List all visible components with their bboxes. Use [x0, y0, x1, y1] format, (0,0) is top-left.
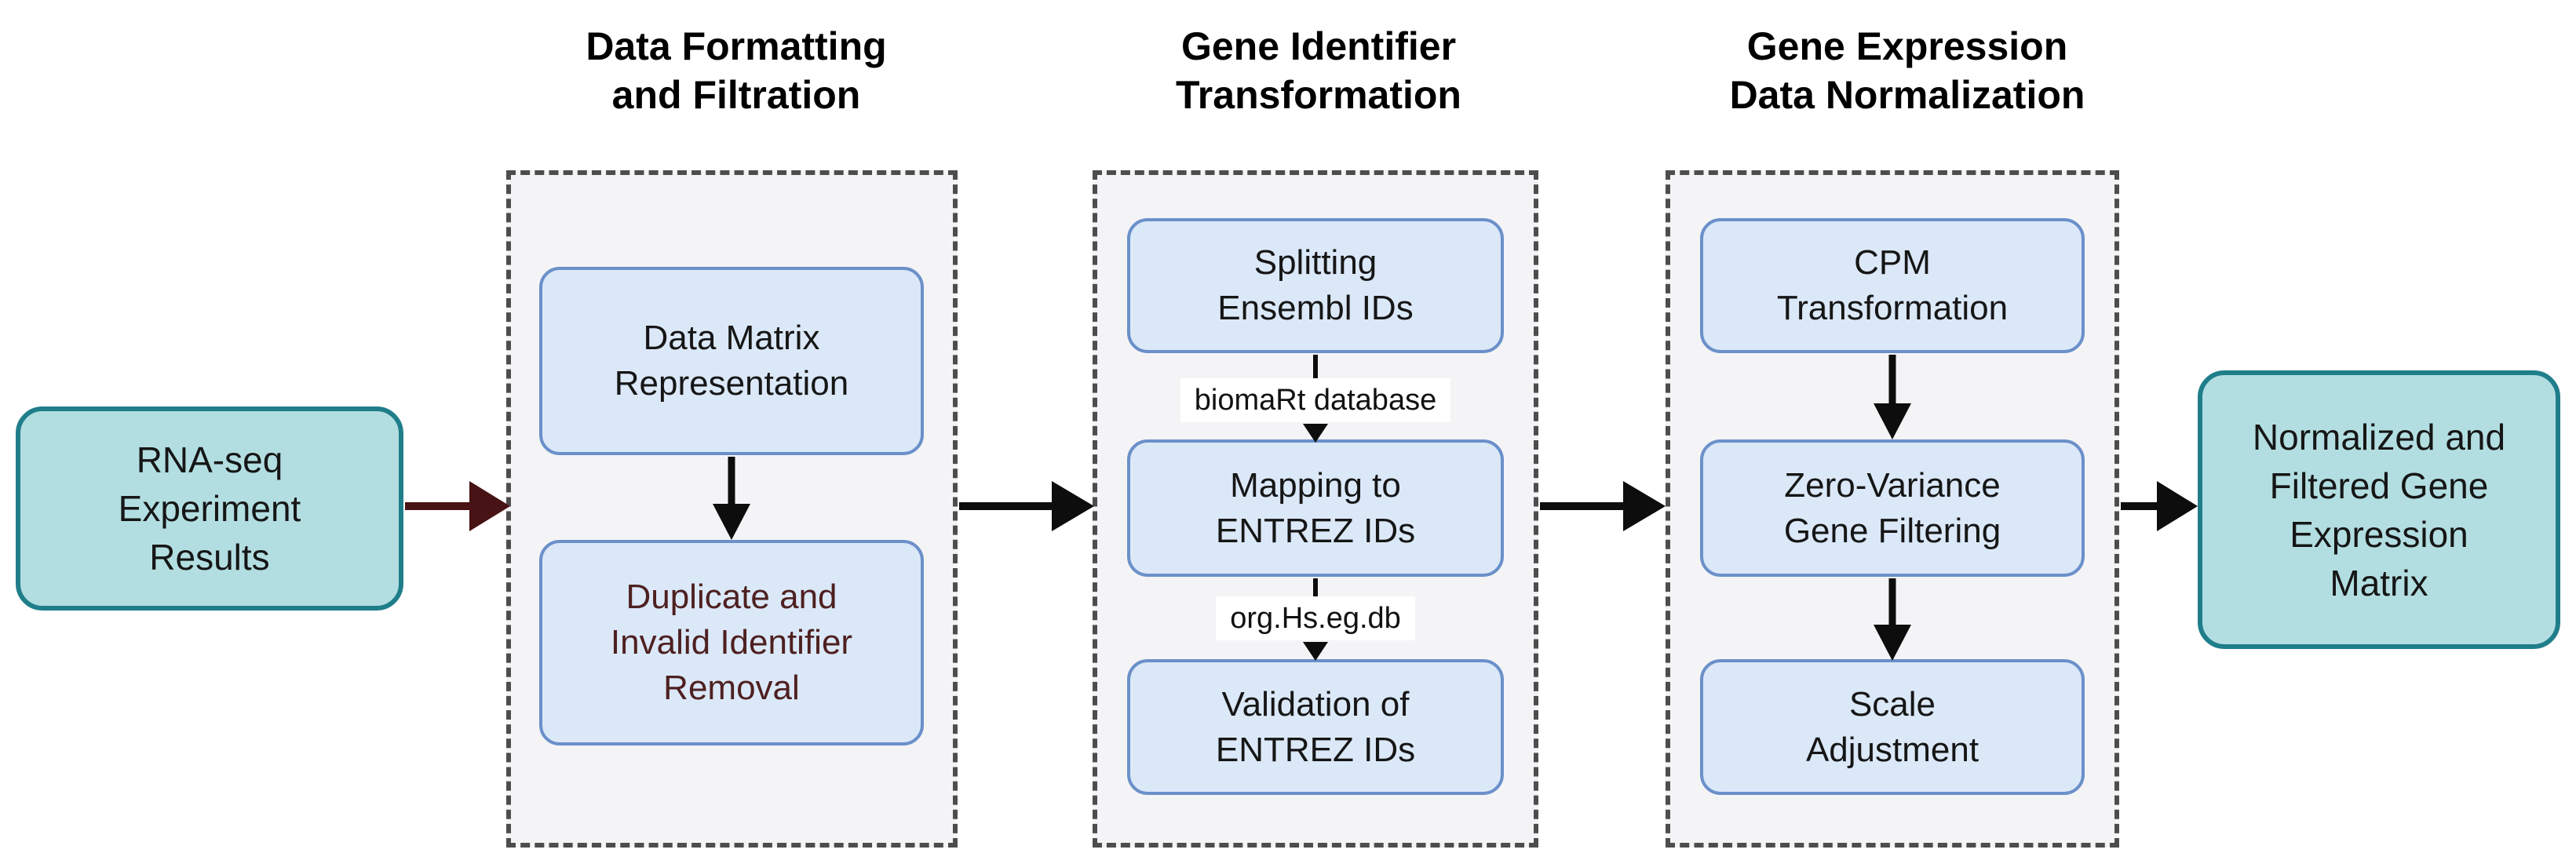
arrow-stage1-to-stage2 — [959, 481, 1094, 531]
arrow-stage3-to-output — [2121, 481, 2198, 531]
stage3-title: Gene Expression Data Normalization — [1729, 24, 2085, 117]
step-duplicate-invalid-removal: Duplicate and Invalid Identifier Removal — [539, 540, 924, 746]
step-splitting-ensembl-ids: Splitting Ensembl IDs — [1127, 218, 1504, 353]
step-zero-variance-filtering: Zero-Variance Gene Filtering — [1700, 439, 2085, 577]
step-data-matrix-representation: Data Matrix Representation — [539, 267, 924, 455]
step-validation-entrez-ids: Validation of ENTREZ IDs — [1127, 659, 1504, 795]
arrow-input-to-stage1 — [405, 481, 510, 531]
stage1-title: Data Formatting and Filtration — [586, 24, 887, 117]
input-node: RNA-seq Experiment Results — [16, 406, 403, 611]
step-cpm-transformation: CPM Transformation — [1700, 218, 2085, 353]
connector-label-org-hs-eg-db: org.Hs.eg.db — [1216, 596, 1415, 640]
connector-label-biomart-database: biomaRt database — [1180, 378, 1451, 422]
step-mapping-entrez-ids: Mapping to ENTREZ IDs — [1127, 439, 1504, 577]
step-scale-adjustment: Scale Adjustment — [1700, 659, 2085, 795]
output-node: Normalized and Filtered Gene Expression … — [2198, 370, 2560, 649]
stage2-title: Gene Identifier Transformation — [1176, 24, 1461, 117]
arrow-stage2-to-stage3 — [1540, 481, 1666, 531]
